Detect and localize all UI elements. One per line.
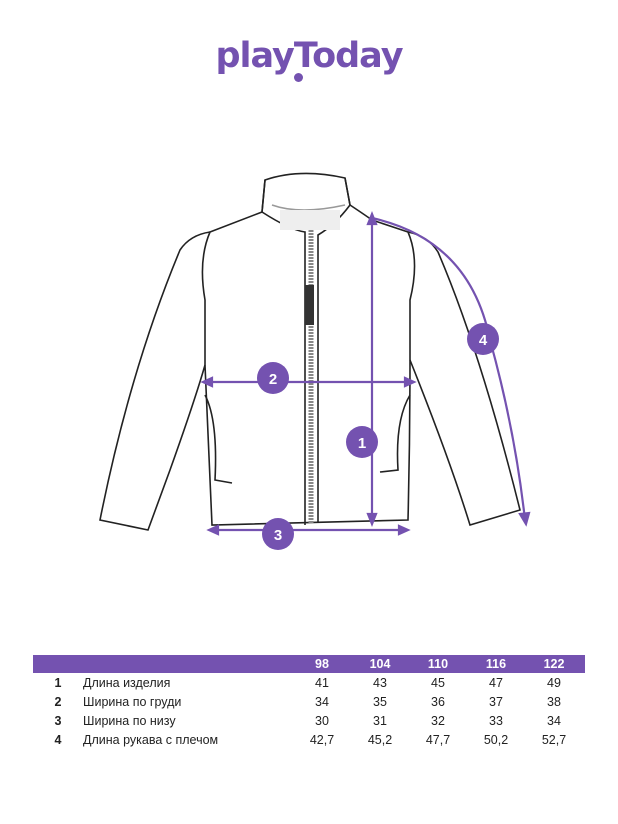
logo-dot	[294, 73, 303, 82]
row-value: 43	[373, 675, 387, 690]
table-row: 4 Длина рукава с плечом 42,7 45,2 47,7 50,2 52…	[33, 730, 585, 749]
row-value: 31	[373, 713, 387, 728]
size-122: 122	[543, 657, 565, 671]
table-row: 2 Ширина по груди 34 35 36 37 38	[33, 692, 585, 711]
row-value: 32	[431, 713, 445, 728]
row-value: 37	[489, 694, 503, 709]
row-label: Ширина по груди	[83, 694, 182, 709]
size-header-row: 98 104 110 116 122	[33, 655, 585, 673]
svg-text:4: 4	[479, 332, 488, 349]
row-value: 45	[431, 675, 445, 690]
row-value: 47,7	[425, 732, 451, 747]
measure-lines	[200, 211, 531, 536]
svg-text:3: 3	[274, 527, 282, 544]
brand-logo: playToday	[215, 36, 403, 76]
marker-2: 2	[257, 362, 289, 394]
marker-1: 1	[346, 426, 378, 458]
marker-4: 4	[467, 323, 499, 355]
size-104: 104	[369, 657, 391, 671]
row-number: 3	[54, 713, 62, 728]
zipper-pull	[305, 285, 314, 325]
row-value: 38	[547, 694, 561, 709]
row-value: 34	[315, 694, 329, 709]
row-value: 42,7	[309, 732, 335, 747]
svg-text:1: 1	[358, 435, 366, 452]
table-row: 3 Ширина по низу 30 31 32 33 34	[33, 711, 585, 730]
row-label: Длина рукава с плечом	[83, 732, 219, 747]
row-value: 33	[489, 713, 503, 728]
size-110: 110	[427, 657, 449, 671]
row-value: 36	[431, 694, 445, 709]
row-label: Длина изделия	[83, 675, 171, 690]
jacket-outline	[99, 172, 521, 531]
row-value: 49	[547, 675, 561, 690]
row-label: Ширина по низу	[83, 713, 176, 728]
row-value: 52,7	[541, 732, 567, 747]
collar-lining	[280, 210, 340, 230]
table-row: 1 Длина изделия 41 43 45 47 49	[33, 673, 585, 692]
row-value: 30	[315, 713, 329, 728]
row-value: 41	[315, 675, 329, 690]
size-116: 116	[485, 657, 507, 671]
row-value: 45,2	[367, 732, 393, 747]
row-number: 2	[54, 694, 62, 709]
row-value: 47	[489, 675, 503, 690]
marker-3: 3	[262, 518, 294, 550]
row-value: 50,2	[483, 732, 509, 747]
size-98: 98	[315, 657, 329, 671]
row-value: 35	[373, 694, 387, 709]
row-number: 1	[54, 675, 62, 690]
row-number: 4	[54, 732, 62, 747]
row-value: 34	[547, 713, 561, 728]
svg-text:2: 2	[269, 371, 277, 388]
